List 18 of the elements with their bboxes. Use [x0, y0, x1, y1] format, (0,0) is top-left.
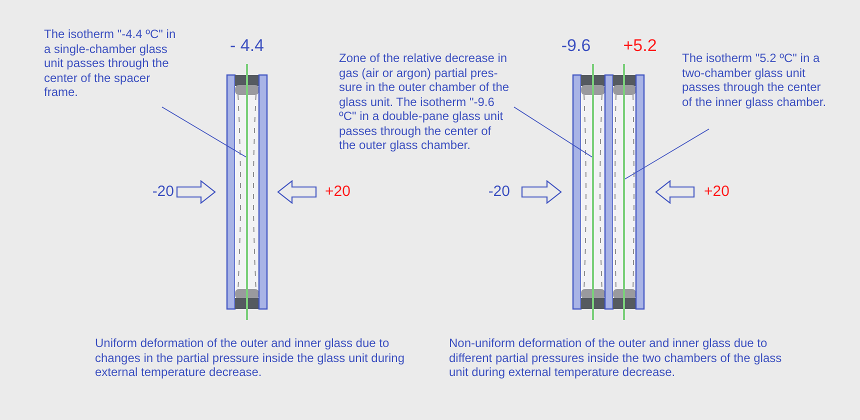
temperature-value: -20 — [487, 184, 510, 199]
isotherm-line — [592, 64, 594, 320]
temperature-value: +20 — [704, 184, 730, 199]
isotherm-line — [623, 64, 625, 320]
leader-line — [162, 106, 246, 158]
isotherm-line — [246, 64, 248, 320]
callout-text: The isotherm "5.2 ºC" in a two-chamber glass unit passes through the center of the inner glass chamber. — [682, 51, 832, 109]
leader-line — [624, 128, 710, 180]
caption-text: Uniform deformation of the outer and inner glass due to changes in the partial pressure inside the glass unit during external temperature decrease. — [95, 336, 406, 380]
caption-text: Non-uniform deformation of the outer and inner glass due to different partial pressures inside the two chambers of the glass unit during external temperature decrease. — [449, 336, 783, 380]
callout-text: The isotherm "-4.4 ºC" in a single-chamber glass unit passes through the center of the spacer frame. — [44, 27, 184, 100]
temperature-value: +5.2 — [623, 37, 657, 54]
leader-line — [514, 106, 592, 158]
callout-text: Zone of the relative decrease in gas (air or argon) partial pres- sure in the outer chamber of the glass unit. The isotherm "-9.6 ºC" in a double-pane glass unit passes through the center of the outer glass chamber. — [339, 51, 511, 152]
temperature-value: +20 — [325, 184, 352, 199]
temperature-value: - 4.4 — [230, 37, 264, 54]
temperature-value: -9.6 — [561, 37, 591, 54]
temperature-value: -20 — [151, 184, 174, 199]
